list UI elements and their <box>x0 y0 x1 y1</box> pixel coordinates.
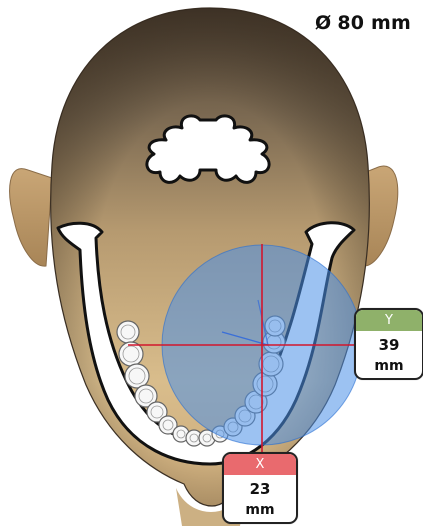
y-axis-value: 39 <box>356 331 422 356</box>
x-axis-unit: mm <box>224 500 296 522</box>
x-axis-header: X <box>224 454 296 475</box>
fov-diameter-value: 80 mm <box>337 12 411 34</box>
diameter-icon: Ø <box>315 12 331 34</box>
y-axis-unit: mm <box>356 356 422 378</box>
x-axis-value: 23 <box>224 475 296 500</box>
y-axis-header: Y <box>356 310 422 331</box>
x-position-readout[interactable]: X 23 mm <box>222 452 298 524</box>
left-ear <box>10 169 52 267</box>
fov-diameter-label: Ø 80 mm <box>315 12 411 34</box>
tooth <box>117 321 139 343</box>
y-position-readout[interactable]: Y 39 mm <box>354 308 423 380</box>
